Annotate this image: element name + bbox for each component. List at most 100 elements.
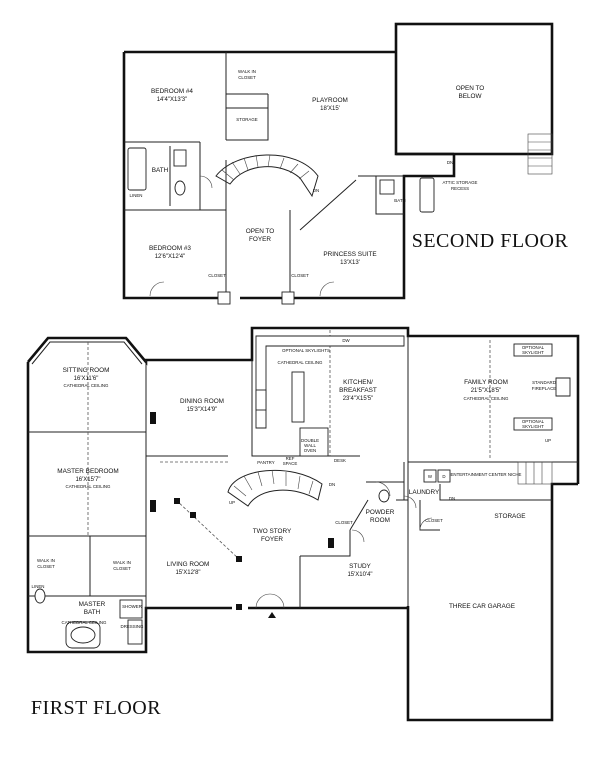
first-floor-interior-walls [28,336,578,608]
master-bath-note: CATHEDRAL CEILING [62,620,107,625]
foyer-diagonal [175,499,241,561]
living-room-dims: 15'X12'8" [175,570,200,576]
kitchen-island [291,371,305,423]
skylight-top [513,343,553,357]
double-oven-label-3: OVEN [304,448,316,453]
kitchen-ceiling-label: CATHEDRAL CEILING [278,360,323,365]
walkin-closet-label-1: WALK IN [238,69,256,74]
closet-right-label: CLOSET [291,273,309,278]
walkin-left-label-1: WALK IN [37,558,55,563]
open-foyer-label-1: OPEN TO [246,228,275,235]
dishwasher-label: DW [342,338,350,343]
door-swing [351,529,365,543]
princess-suite-dims: 13'X13' [340,260,360,266]
door-swing [199,175,213,189]
foyer-label-2: FOYER [261,536,283,543]
cooktop [255,389,267,411]
window-bay-right [281,291,295,305]
stair-up-label: UP [229,500,235,505]
walkin-left-label-2: CLOSET [37,564,55,569]
playroom-label: PLAYROOM [312,97,348,104]
laundry-dn-label: DN [449,496,455,501]
vanity [127,619,143,645]
sitting-room-label: SITTING ROOM [63,367,110,374]
shower-label: SHOWER [122,604,142,609]
walkin-right-label-1: WALK IN [113,560,131,565]
master-bath-label-2: BATH [84,609,101,616]
playroom-dims: 18'X15' [320,106,340,112]
bedroom4-label: BEDROOM #4 [151,88,193,95]
master-tub-basin [70,626,96,644]
shower [119,599,143,619]
kitchen-label-1: KITCHEN/ [343,379,373,386]
sitting-room-note: CATHEDRAL CEILING [64,383,109,388]
skylight-bottom-label-1: OPTIONAL [522,419,545,424]
second-floor-plan: SECOND FLOOR BEDROOM #4 14'4"X13'3" WALK… [122,22,569,305]
kitchen-counter [255,335,405,429]
skylight-bottom-label-2: SKYLIGHT [522,424,544,429]
second-floor-outline [122,50,456,300]
fireplace [555,377,571,397]
princess-suite-label: PRINCESS SUITE [323,251,376,258]
bathtub-2 [419,177,435,213]
washer-label: W [428,474,433,479]
door-swing [319,281,335,297]
attic-label-1: ATTIC STORAGE [443,180,478,185]
first-floor-plan: FIRST FLOOR SITTING ROOM 16'X11'6" CATHE… [26,326,580,722]
dining-room-label: DINING ROOM [180,398,224,405]
sink [173,149,187,167]
dryer-label: D [442,474,445,479]
bathtub [127,147,147,191]
family-up-label: UP [545,438,551,443]
washer [423,469,437,483]
door-swing [403,495,417,509]
bedroom3-label: BEDROOM #3 [149,245,191,252]
sink-2 [379,179,395,195]
skylight-top-label-1: OPTIONAL [522,345,545,350]
front-door-swing [269,593,285,609]
master-bedroom-label: MASTER BEDROOM [57,468,118,475]
family-room-note: CATHEDRAL CEILING [464,396,509,401]
window-bay-left [217,291,231,305]
skylight-top-label-2: SKYLIGHT [522,350,544,355]
bedroom4-dims: 14'4"X13'3" [157,97,188,103]
open-below-label-1: OPEN TO [456,85,485,92]
master-bath-label-1: MASTER [79,601,106,608]
storage-label: STORAGE [236,117,257,122]
open-to-below-area [394,22,554,156]
living-room-label: LIVING ROOM [167,561,210,568]
master-bedroom-note: CATHEDRAL CEILING [66,484,111,489]
family-room-dims: 21'5"X18'5" [471,388,502,394]
attic-label-2: RECESS [451,186,469,191]
walkin-right-label-2: CLOSET [113,566,131,571]
dining-room-dims: 15'3"X14'9" [187,407,218,413]
second-floor-title: SECOND FLOOR [412,230,569,252]
first-floor-curved-staircase [227,469,323,507]
foyer-label-1: TWO STORY [253,528,292,535]
open-foyer-label-2: FOYER [249,236,271,243]
second-floor-interior-walls [124,52,404,296]
right-stair [527,133,553,175]
entry-arrow-icon [268,612,276,618]
sitting-room-dims: 16'X11'6" [74,376,99,382]
ref-space-label-2: SPACE [283,461,298,466]
open-below-label-2: BELOW [458,93,482,100]
linen-label: LINEN [130,193,143,198]
laundry-closet-label: CLOSET [425,518,443,523]
door-swing [419,517,433,531]
laundry-label: LAUNDRY [409,489,440,496]
toilet [174,180,186,196]
door-swing [149,281,165,297]
powder-room-label-1: POWDER [366,509,395,516]
fireplace-label-1: STANDARD [532,380,556,385]
entertainment-label: ENTERTAINMENT CENTER NICHE [451,472,522,477]
family-room-label: FAMILY ROOM [464,379,508,386]
bay-window [31,341,143,365]
double-oven-label-2: WALL [304,443,316,448]
first-floor-title: FIRST FLOOR [31,697,161,719]
bath2-label: BATH [394,198,405,203]
foyer-columns [150,412,334,610]
ref-space-box [299,427,329,457]
powder-room-label-2: ROOM [370,517,390,524]
kitchen-label-2: BREAKFAST [339,387,377,394]
